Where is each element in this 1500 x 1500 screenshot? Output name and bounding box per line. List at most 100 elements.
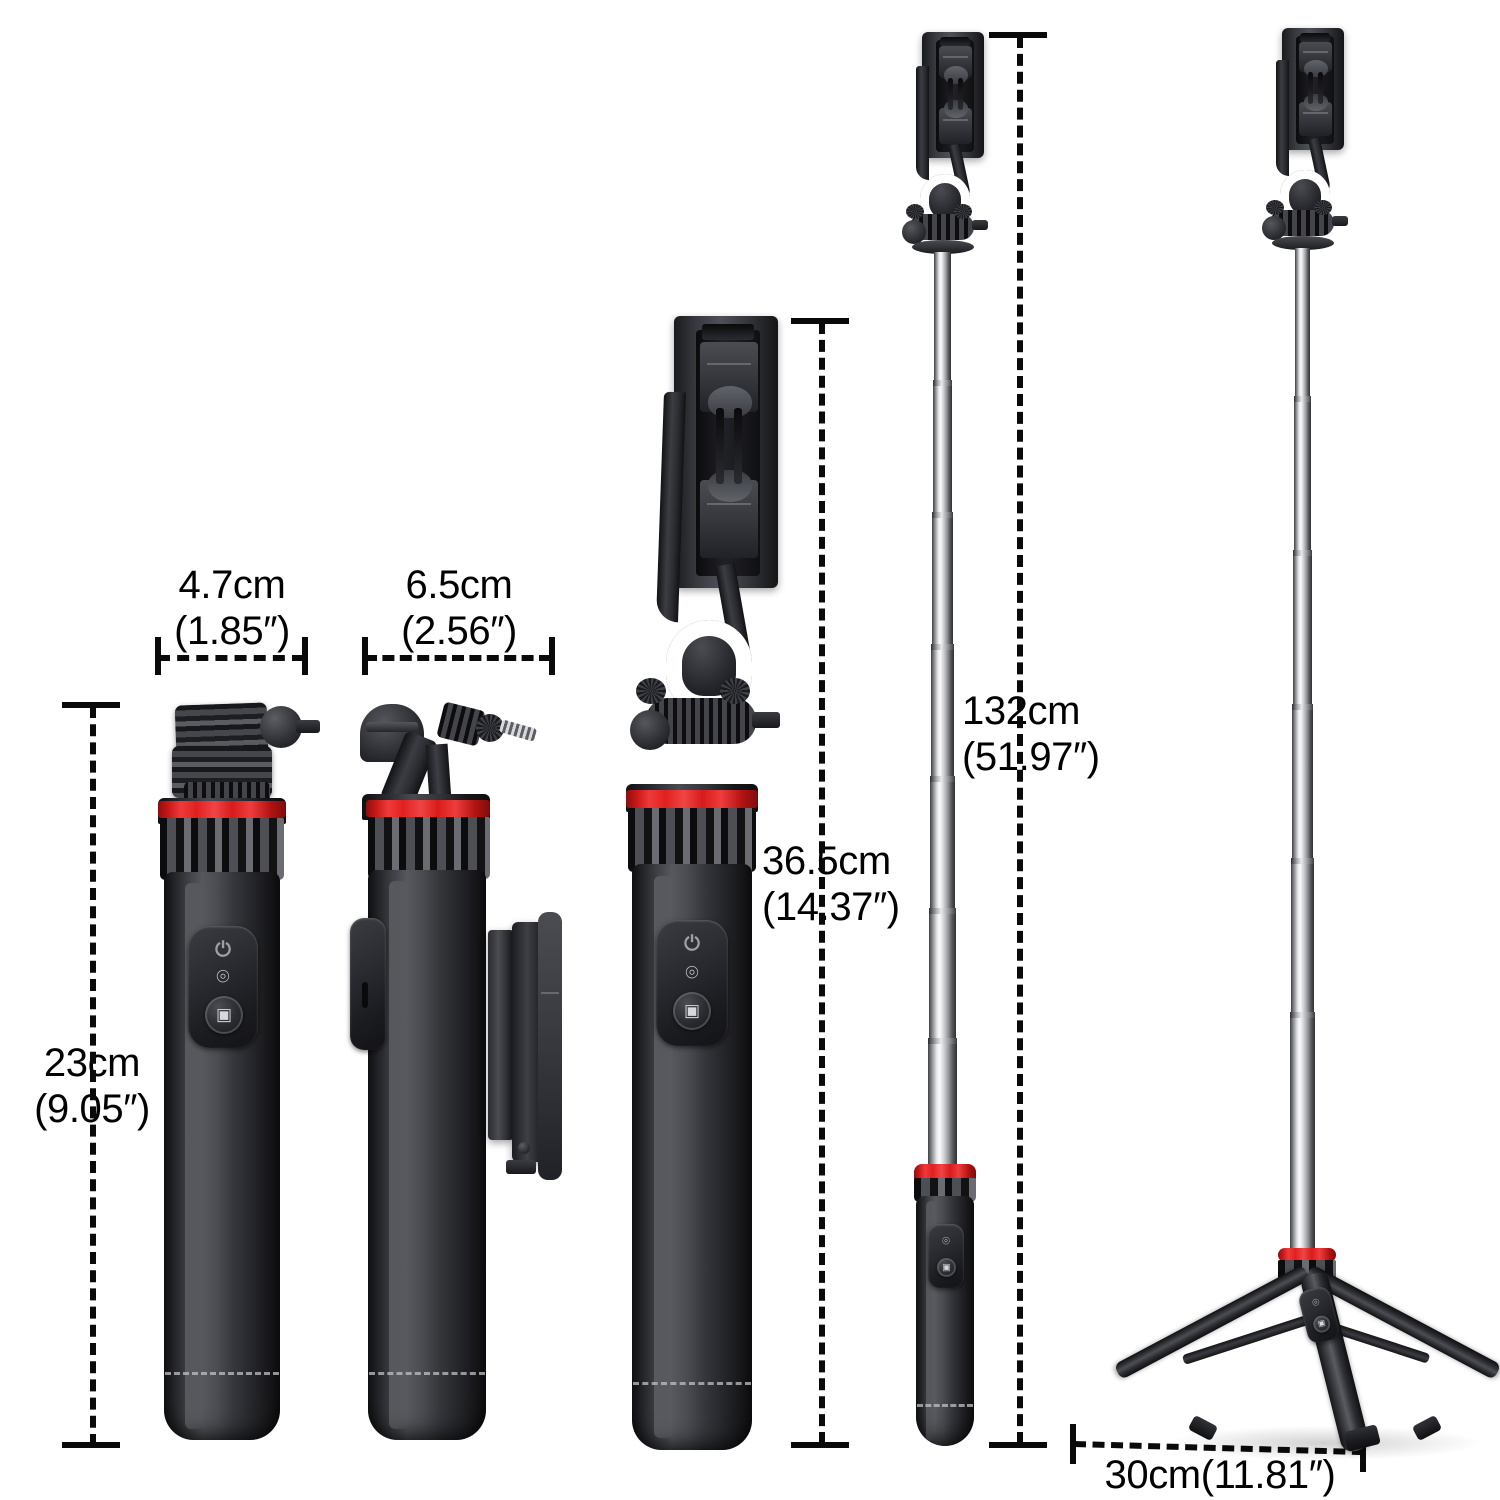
pole-segment: [931, 650, 954, 778]
hinge-tab: [1332, 216, 1348, 226]
holder-top-slot: [1300, 33, 1330, 42]
dim-label-tripod-spread: 30cm(11.81″): [1055, 1452, 1385, 1498]
dimension-cap: [791, 318, 849, 324]
dimension-line-height-collapsed: [90, 706, 96, 1446]
pole-joint: [929, 908, 956, 916]
gooseneck-arm: [1276, 60, 1289, 176]
dimension-cap: [62, 702, 120, 708]
dim-imperial: (14.37″): [762, 885, 900, 930]
dimension-line-height-with-holder: [819, 322, 825, 1444]
dim-label-width-with-clamp: 6.5cm (2.56″): [345, 562, 573, 655]
pole-segment: [1295, 248, 1310, 398]
view-collapsed-side: [340, 690, 570, 1450]
pivot-bar: [366, 722, 418, 732]
camera-icon: ▣: [1316, 1317, 1327, 1329]
dimension-line-width-collapsed: [158, 655, 304, 661]
dim-label-height-with-holder: 36.5cm (14.37″): [762, 838, 994, 931]
body-seam: [916, 1404, 974, 1407]
holder-spring-rail-2: [958, 78, 963, 110]
holder-top-slot: [702, 324, 754, 340]
view-holder-open: ⏻ ⌾ ▣: [612, 312, 812, 1452]
clamp-knob: [260, 706, 302, 748]
red-accent-ring: [366, 800, 490, 817]
control-pad-profile[interactable]: [350, 918, 386, 1050]
dimension-cap: [989, 32, 1047, 38]
hinge-ball: [1262, 216, 1286, 240]
dimension-cap: [62, 1442, 120, 1448]
pole-segment: [928, 1044, 957, 1170]
control-pad[interactable]: ⏻ ⌾ ▣: [188, 926, 258, 1048]
pole-segment: [1291, 864, 1314, 1014]
power-icon: ⏻: [215, 939, 231, 961]
red-accent-ring: [158, 801, 286, 818]
camera-icon: ▣: [215, 1005, 233, 1024]
hinge-screw-right: [720, 678, 750, 704]
dimension-line-height-extended: [1017, 36, 1023, 1444]
dimension-cap: [989, 1442, 1047, 1448]
dimension-cap: [1070, 1424, 1076, 1464]
screw-shaft: [498, 719, 538, 742]
holder-jaw: [538, 912, 562, 1180]
pole-segment: [1292, 710, 1313, 860]
dimension-cap: [1360, 1432, 1366, 1472]
shutter-button[interactable]: ▣: [673, 992, 711, 1030]
dim-imperial: (1.85″): [174, 609, 290, 654]
hinge-ball: [630, 710, 670, 750]
pole-joint: [1294, 396, 1311, 404]
dimension-cap: [549, 637, 555, 675]
pole-joint: [1290, 1012, 1315, 1020]
dim-imperial: (2.56″): [401, 609, 517, 654]
pole-joint: [931, 644, 954, 652]
dim-label-width-collapsed: 4.7cm (1.85″): [118, 562, 346, 655]
pole-segment: [1293, 556, 1312, 706]
holder-upper-pad: [708, 386, 752, 418]
red-accent-ring: [626, 790, 758, 808]
shutter-button[interactable]: ▣: [937, 1258, 956, 1277]
camera-icon: ▣: [942, 1262, 951, 1272]
locking-collar: [368, 817, 490, 879]
mount-disc: [1272, 236, 1334, 250]
bluetooth-icon: ⌾: [216, 964, 230, 989]
hinge-screw-right: [954, 204, 972, 219]
dimension-cap: [302, 637, 308, 675]
control-pad[interactable]: ⌾ ▣: [928, 1224, 964, 1288]
holder-lower-jaw: [1299, 102, 1332, 136]
usb-port: [362, 982, 368, 1008]
dimension-cap: [155, 637, 161, 675]
bluetooth-icon: ⌾: [685, 960, 699, 985]
dimension-cap: [362, 637, 368, 675]
shutter-button[interactable]: ▣: [205, 996, 243, 1034]
pole-joint: [1293, 550, 1312, 558]
hinge-screw-left: [636, 678, 666, 704]
pole-segment: [929, 914, 956, 1040]
body-seam: [165, 1372, 279, 1375]
locking-collar: [628, 808, 756, 872]
holder-screw: [518, 1142, 530, 1154]
locking-collar: [160, 818, 284, 880]
hinge-screw-right: [1314, 200, 1332, 215]
pole-segment: [934, 252, 951, 382]
hinge-tab: [752, 712, 780, 728]
body-seam: [369, 1372, 485, 1375]
body-highlight: [389, 881, 409, 1429]
dim-metric: 4.7cm: [178, 563, 286, 607]
holder-latch: [506, 1160, 536, 1174]
power-icon: ⏻: [684, 933, 700, 955]
holder-spring-rail-2: [1318, 72, 1323, 104]
pole-segment: [932, 518, 953, 646]
shutter-button[interactable]: ▣: [1311, 1313, 1333, 1335]
view-collapsed-front: ⏻ ⌾ ▣: [150, 690, 320, 1450]
hinge-screw-left: [906, 204, 924, 219]
control-pad[interactable]: ⏻ ⌾ ▣: [656, 920, 728, 1046]
holder-lower-pad: [708, 470, 752, 502]
pole-segment: [933, 386, 952, 514]
pole-joint: [933, 380, 952, 388]
holder-top-slot: [940, 37, 970, 46]
pole-segment: [1294, 402, 1311, 552]
dimension-line-width-with-clamp: [365, 655, 551, 661]
bluetooth-icon: ⌾: [942, 1233, 950, 1248]
body-seam: [633, 1382, 751, 1385]
holder-spring-rail: [948, 78, 953, 110]
pole-segment: [1290, 1018, 1315, 1256]
